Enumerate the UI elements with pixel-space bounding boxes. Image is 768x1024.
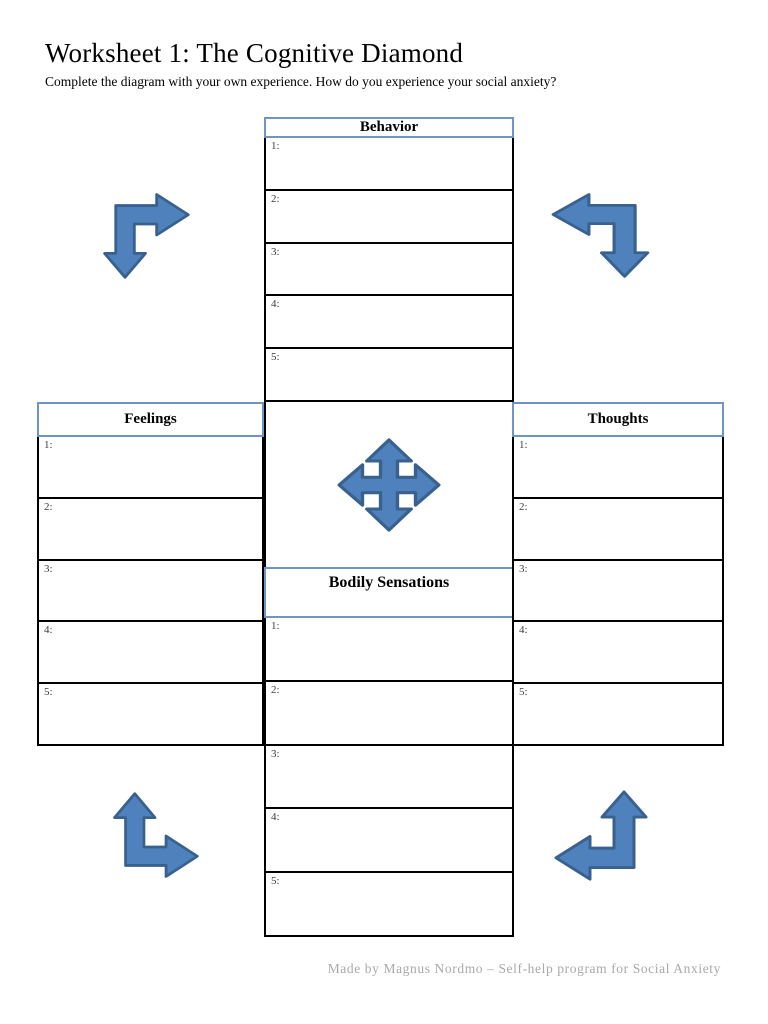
thoughts-table-title: Thoughts <box>587 411 649 427</box>
behavior-row-5-field[interactable] <box>290 352 509 397</box>
footer-credit: Made by Magnus Nordmo – Self-help progra… <box>327 961 721 976</box>
thoughts-row-3-label: 3: <box>519 562 528 575</box>
bent-double-arrow-down-left-icon <box>549 189 654 280</box>
behavior-table-rows: 1: 2: 3: 4: 5: <box>264 138 514 402</box>
page-subtitle: Complete the diagram with your own exper… <box>45 74 557 89</box>
bodily-row-4-field[interactable] <box>290 812 509 868</box>
behavior-row-4-field[interactable] <box>290 299 509 344</box>
feelings-table-header: Feelings <box>37 402 264 437</box>
feelings-row-5-label: 5: <box>44 686 53 699</box>
behavior-row-5: 5: <box>266 349 512 400</box>
bodily-row-3-label: 3: <box>271 747 280 760</box>
behavior-row-2-field[interactable] <box>290 194 509 239</box>
thoughts-row-2-label: 2: <box>519 500 528 513</box>
bodily-row-4-label: 4: <box>271 811 280 824</box>
bodily-row-5-label: 5: <box>271 875 280 888</box>
page-title: Worksheet 1: The Cognitive Diamond <box>45 38 464 68</box>
thoughts-row-4: 4: <box>514 622 722 685</box>
feelings-row-1: 1: <box>39 437 262 499</box>
feelings-row-3: 3: <box>39 560 262 623</box>
thoughts-row-5: 5: <box>514 684 722 744</box>
feelings-row-2-label: 2: <box>44 500 53 513</box>
behavior-row-4-label: 4: <box>271 298 280 311</box>
feelings-row-4-label: 4: <box>44 624 53 637</box>
thoughts-row-3: 3: <box>514 560 722 623</box>
thoughts-table-header: Thoughts <box>512 402 724 437</box>
thoughts-row-2-field[interactable] <box>538 502 719 556</box>
bent-double-arrow-up-right-icon <box>109 790 201 882</box>
thoughts-row-1-label: 1: <box>519 439 528 451</box>
feelings-row-4: 4: <box>39 622 262 685</box>
behavior-row-3: 3: <box>266 243 512 297</box>
bodily-row-3-field[interactable] <box>290 749 509 805</box>
behavior-table-header: Behavior <box>264 117 514 138</box>
bodily-sensations-table-rows: 1: 2: 3: 4: 5: <box>264 618 514 937</box>
behavior-row-1-label: 1: <box>271 140 280 152</box>
bodily-sensations-table-title: Bodily Sensations <box>328 574 450 591</box>
feelings-row-4-field[interactable] <box>63 625 259 679</box>
behavior-row-5-label: 5: <box>271 351 280 364</box>
bodily-row-3: 3: <box>266 745 512 810</box>
feelings-table-rows: 1: 2: 3: 4: 5: <box>37 437 264 746</box>
thoughts-row-5-field[interactable] <box>538 687 719 741</box>
thoughts-table: Thoughts 1: 2: 3: 4: 5: <box>512 402 724 746</box>
bodily-row-2-field[interactable] <box>290 685 509 741</box>
bodily-row-2-label: 2: <box>271 683 280 696</box>
bodily-row-1-label: 1: <box>271 620 280 632</box>
feelings-row-5: 5: <box>39 684 262 744</box>
behavior-row-4: 4: <box>266 296 512 350</box>
feelings-row-2-field[interactable] <box>63 502 259 556</box>
behavior-table-title: Behavior <box>359 119 419 135</box>
thoughts-row-4-label: 4: <box>519 624 528 637</box>
feelings-row-3-field[interactable] <box>63 564 259 618</box>
thoughts-row-2: 2: <box>514 498 722 561</box>
bodily-row-5: 5: <box>266 873 512 935</box>
bodily-row-2: 2: <box>266 681 512 746</box>
behavior-row-1: 1: <box>266 138 512 191</box>
bodily-row-5-field[interactable] <box>290 876 509 932</box>
bodily-row-1-field[interactable] <box>290 621 509 677</box>
feelings-table: Feelings 1: 2: 3: 4: 5: <box>37 402 264 746</box>
thoughts-row-1-field[interactable] <box>538 440 719 494</box>
behavior-row-1-field[interactable] <box>290 141 509 186</box>
feelings-row-5-field[interactable] <box>63 687 259 741</box>
feelings-row-1-field[interactable] <box>63 440 259 494</box>
feelings-row-2: 2: <box>39 498 262 561</box>
bodily-sensations-table-header: Bodily Sensations <box>264 567 514 618</box>
bent-double-arrow-down-right-icon <box>99 189 192 281</box>
thoughts-row-3-field[interactable] <box>538 564 719 618</box>
behavior-row-2-label: 2: <box>271 192 280 205</box>
behavior-row-3-field[interactable] <box>290 247 509 292</box>
diamond-center-cell <box>264 402 514 567</box>
thoughts-row-4-field[interactable] <box>538 625 719 679</box>
bodily-row-4: 4: <box>266 809 512 874</box>
behavior-row-3-label: 3: <box>271 245 280 258</box>
thoughts-table-rows: 1: 2: 3: 4: 5: <box>512 437 724 746</box>
bodily-row-1: 1: <box>266 618 512 682</box>
bent-double-arrow-up-left-icon <box>552 788 652 885</box>
feelings-row-3-label: 3: <box>44 562 53 575</box>
move-four-way-arrow-icon <box>336 437 442 533</box>
behavior-row-2: 2: <box>266 190 512 244</box>
thoughts-row-1: 1: <box>514 437 722 499</box>
feelings-table-title: Feelings <box>124 411 177 427</box>
thoughts-row-5-label: 5: <box>519 686 528 699</box>
center-column: Behavior 1: 2: 3: 4: 5: <box>264 117 514 937</box>
feelings-row-1-label: 1: <box>44 439 53 451</box>
